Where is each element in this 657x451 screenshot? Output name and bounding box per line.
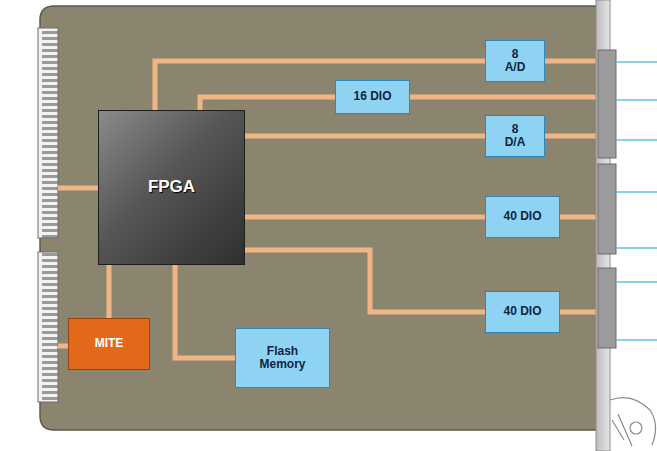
cable xyxy=(616,247,657,249)
block-label: FPGA xyxy=(148,178,195,197)
cable-group xyxy=(616,62,657,340)
cable xyxy=(616,191,657,193)
block-label: Flash Memory xyxy=(252,345,314,371)
cable xyxy=(616,99,657,101)
bus-trace xyxy=(245,250,485,312)
bus-trace xyxy=(155,61,485,110)
screw-outline xyxy=(610,398,656,445)
block-label: 8 D/A xyxy=(500,123,530,149)
bus-trace xyxy=(245,215,485,220)
cable xyxy=(616,139,657,141)
dio-block: 40 DIO xyxy=(485,196,560,238)
screw-head xyxy=(630,422,642,434)
trace-group xyxy=(58,61,598,346)
panel-connector xyxy=(598,50,616,158)
edge-connector xyxy=(38,28,58,238)
adc-block: 8 A/D xyxy=(485,40,545,82)
cable xyxy=(616,339,657,341)
block-label: 8 A/D xyxy=(500,48,530,74)
cable xyxy=(616,281,657,283)
cable xyxy=(616,61,657,63)
fpga-chip: FPGA xyxy=(98,110,245,265)
circuit-board xyxy=(40,6,600,430)
dac-block: 8 D/A xyxy=(485,115,545,157)
bus-trace xyxy=(175,265,235,358)
bus-trace xyxy=(245,134,485,139)
panel-connector xyxy=(598,268,616,348)
bus-trace xyxy=(107,265,112,318)
screw-thread xyxy=(612,414,632,446)
block-label: 40 DIO xyxy=(503,305,541,318)
block-label: 16 DIO xyxy=(353,90,391,103)
bus-trace xyxy=(200,97,335,110)
memory-block: Flash Memory xyxy=(235,328,330,388)
panel-screw xyxy=(610,398,656,446)
panel-connector xyxy=(598,164,616,254)
mite-chip: MITE xyxy=(68,318,150,370)
dio-block: 16 DIO xyxy=(335,80,410,114)
dio-block: 40 DIO xyxy=(485,291,560,333)
edge-connector xyxy=(38,252,58,402)
block-label: MITE xyxy=(95,337,124,350)
block-label: 40 DIO xyxy=(503,210,541,223)
